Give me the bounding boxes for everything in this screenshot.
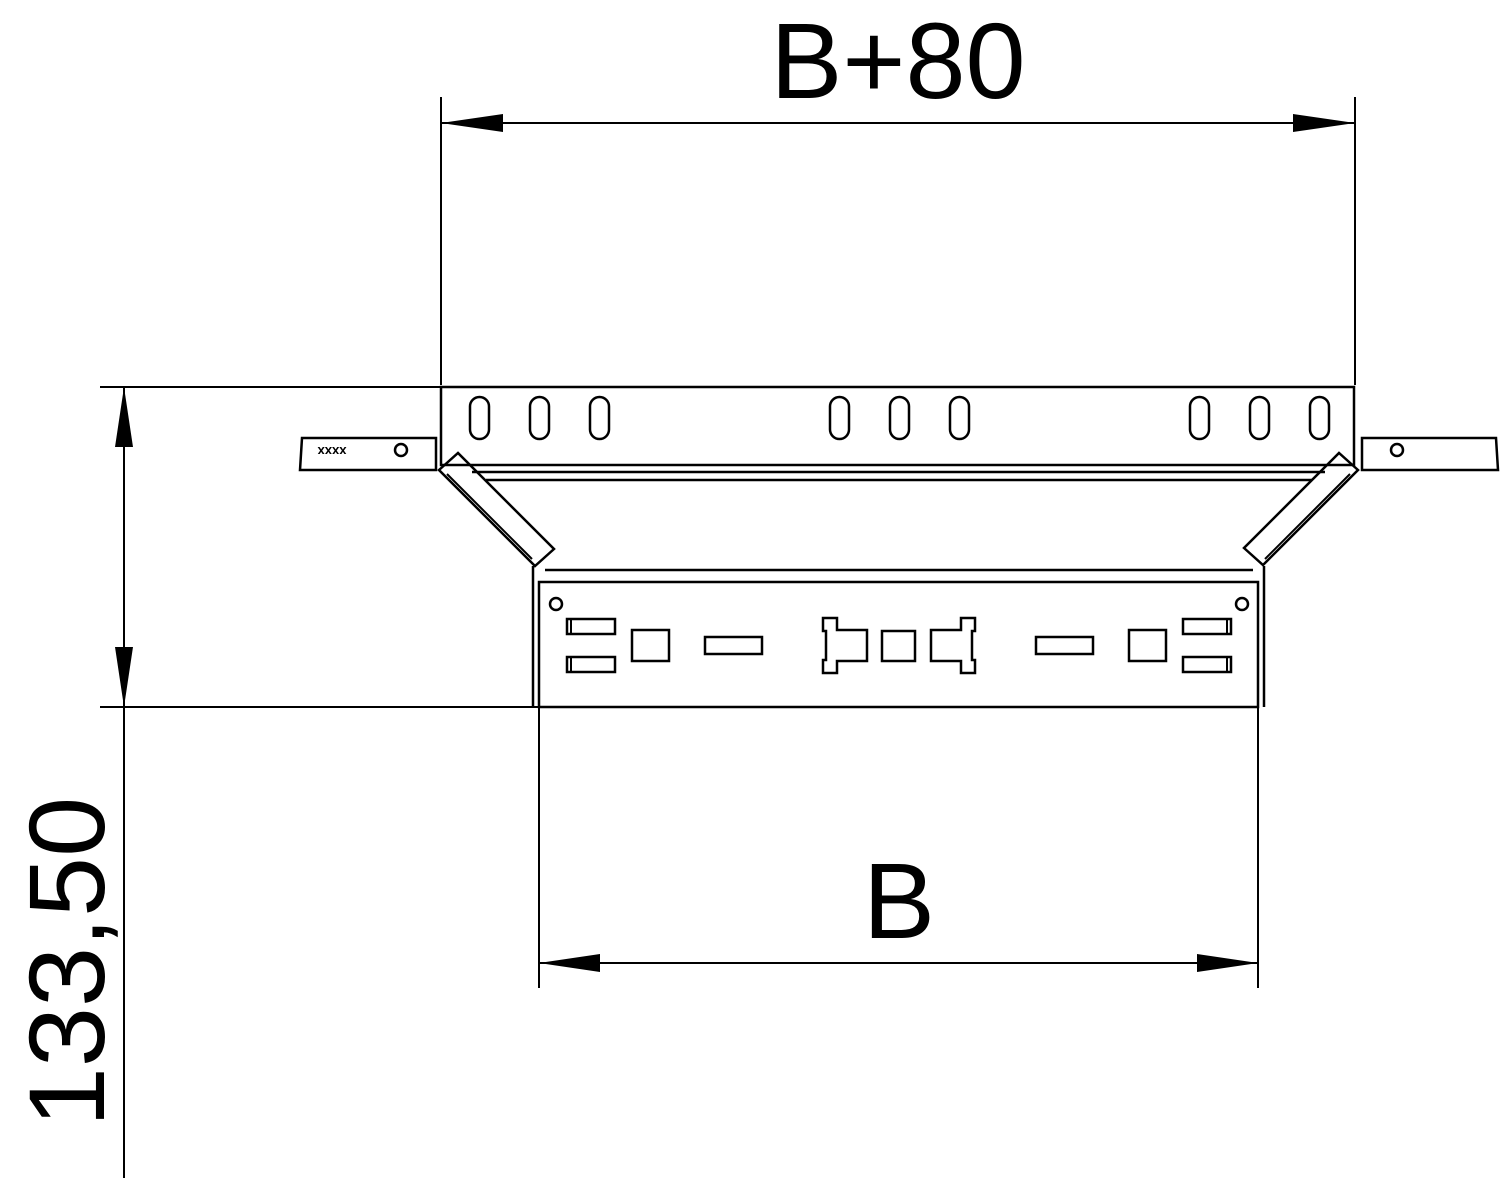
slot-group-left <box>468 395 611 441</box>
arrowhead-bottom <box>115 647 133 707</box>
slot-cutout <box>565 655 617 674</box>
oval-slot <box>1188 395 1211 441</box>
diagonal-connector-right <box>1242 451 1360 567</box>
rect-cutout <box>1034 635 1095 656</box>
arrowhead-left <box>441 114 503 132</box>
dimension-label-bottom: B <box>863 840 935 961</box>
arrowhead-right <box>1293 114 1355 132</box>
tab-hole <box>393 442 409 458</box>
oval-slot <box>888 395 911 441</box>
oval-slot <box>468 395 491 441</box>
mounting-hole-right <box>1234 596 1250 612</box>
dimension-height: 133,50 <box>6 386 540 1178</box>
slot-cutout <box>1181 617 1233 636</box>
diagonal-strap <box>1242 451 1360 567</box>
oval-slot <box>588 395 611 441</box>
tab-plate <box>1360 436 1500 472</box>
strap-edge <box>1264 473 1351 560</box>
arrowhead-right <box>1197 954 1258 972</box>
oval-slot <box>1248 395 1271 441</box>
lower-profile <box>531 566 1266 709</box>
dimension-label-height: 133,50 <box>6 797 127 1127</box>
slot-group-center <box>828 395 971 441</box>
diagonal-connector-left <box>437 451 556 568</box>
oval-slot <box>948 395 971 441</box>
oval-slot <box>828 395 851 441</box>
lower-flange <box>537 580 1260 709</box>
slot-cutout <box>1181 655 1233 674</box>
key-cutout-right <box>929 616 977 675</box>
square-cutout <box>880 629 917 663</box>
tab-marking: xxxx <box>317 444 347 459</box>
tab-hole <box>1389 442 1405 458</box>
slot-cutout <box>565 617 617 636</box>
upper-flange <box>439 385 1356 467</box>
oval-slot <box>1308 395 1331 441</box>
arrowhead-left <box>539 954 600 972</box>
diagonal-strap <box>437 451 556 568</box>
key-cutout-left <box>821 616 869 675</box>
tab-right <box>1360 436 1500 472</box>
upper-profile <box>439 385 1356 482</box>
arrowhead-top <box>115 387 133 447</box>
cutouts-right <box>1034 617 1233 674</box>
dimension-top-width: B+80 <box>440 0 1356 385</box>
dimension-label-top: B+80 <box>770 0 1025 121</box>
dimension-bottom-width: B <box>538 708 1259 988</box>
cutouts-left <box>565 617 764 674</box>
square-cutout <box>1127 628 1168 663</box>
rect-cutout <box>703 635 764 656</box>
slot-group-right <box>1188 395 1331 441</box>
strap-edge <box>446 473 533 560</box>
cutouts-center <box>821 616 977 675</box>
tab-plate <box>298 436 438 472</box>
square-cutout <box>630 628 671 663</box>
tab-left: xxxx <box>298 436 438 472</box>
oval-slot <box>528 395 551 441</box>
mounting-hole-left <box>548 596 564 612</box>
